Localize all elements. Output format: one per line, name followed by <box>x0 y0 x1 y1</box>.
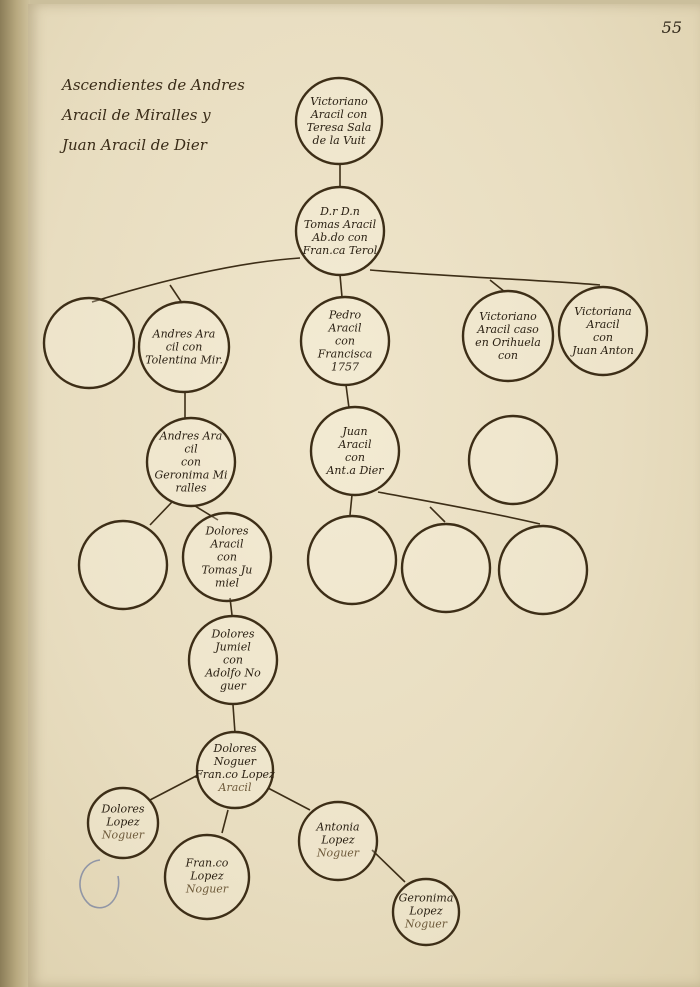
node-name-dolores-lopez: Dolores Lopez <box>101 802 145 829</box>
node-circle-victoriano-2 <box>461 289 555 383</box>
node-circle-empty-mid-3a <box>306 514 398 606</box>
node-circle-empty-right-2 <box>467 414 559 506</box>
node-name-antonia-lopez: Antonia Lopez <box>316 820 360 847</box>
connector-dolores3-left <box>149 774 199 801</box>
node-label-victoriano-top: Victoriano Aracil con Teresa Sala de la … <box>306 95 372 147</box>
node-label-dolores-2: Dolores Jumiel con Adolfo No guer <box>205 627 261 693</box>
node-circle-empty-left-1 <box>42 296 136 390</box>
node-label-victoriano-2: Victoriano Aracil caso en Orihuela con <box>475 310 541 362</box>
connector-branch-right <box>369 269 601 286</box>
node-label-dolores-1: Dolores Aracil con Tomas Ju miel <box>201 524 253 590</box>
node-circle-dolores-lopez <box>86 786 160 860</box>
heading-line-3: Juan Aracil de Dier <box>62 136 207 154</box>
node-circle-dolores-3 <box>195 730 275 810</box>
heading: Ascendientes de Andres Aracil de Miralle… <box>62 70 252 160</box>
node-label-geronima-lopez: Geronima Lopez Noguer <box>399 879 454 944</box>
node-label-dolores-3: Dolores Noguer Fran.co Lopez Aracil <box>195 729 275 807</box>
manuscript-page: 55 Ascendientes de Andres Aracil de Mira… <box>28 4 700 987</box>
connector-to-victoriano-2 <box>489 279 506 293</box>
book-spine <box>0 0 30 987</box>
node-sub-dolores-3: Aracil <box>218 781 252 794</box>
node-circle-pedro <box>299 295 391 387</box>
node-circle-geronima-lopez <box>391 877 461 947</box>
node-label-francisco-lopez: Fran.co Lopez Noguer <box>186 844 229 909</box>
connector-dolores3-antonia <box>267 787 311 811</box>
connector-tomas-pedro <box>339 274 343 298</box>
node-name-dolores-3: Dolores Noguer Fran.co Lopez <box>195 742 275 781</box>
connector-andres2-left3 <box>149 501 173 526</box>
page-number: 55 <box>661 18 682 37</box>
node-circle-antonia-lopez <box>297 800 379 882</box>
tree-nodes <box>42 76 649 947</box>
node-label-antonia-lopez: Antonia Lopez Noguer <box>316 808 359 873</box>
connector-branch-left <box>91 257 301 303</box>
node-label-andres-2: Andres Ara cil con Geronima Mi ralles <box>154 429 228 495</box>
node-sub-dolores-lopez: Noguer <box>101 828 145 842</box>
connector-juan-branch <box>377 491 541 525</box>
node-name-francisco-lopez: Fran.co Lopez <box>185 856 229 883</box>
node-circle-empty-mid-3c <box>497 524 589 616</box>
connector-pedro-juan <box>345 384 350 409</box>
node-label-victoriana: Victoriana Aracil con Juan Anton <box>572 305 634 357</box>
stray-blue-ink-mark <box>79 859 120 909</box>
heading-line-1: Ascendientes de Andres <box>62 76 245 94</box>
node-circle-victoriana <box>557 285 649 377</box>
node-label-andres-1: Andres Ara cil con Tolentina Mir. <box>145 327 223 367</box>
connector-andres2-dolores1 <box>194 505 219 521</box>
node-label-pedro: Pedro Aracil con Francisca 1757 <box>317 308 373 374</box>
node-label-dolores-lopez: Dolores Lopez Noguer <box>102 790 145 855</box>
node-circle-francisco-lopez <box>163 833 251 921</box>
node-circle-victoriano-top <box>294 76 384 166</box>
node-label-juan: Juan Aracil con Ant.a Dier <box>326 425 384 477</box>
node-circle-andres-1 <box>137 300 231 394</box>
node-sub-geronima-lopez: Noguer <box>404 917 448 931</box>
node-label-tomas: D.r D.n Tomas Aracil Ab.do con Fran.ca T… <box>302 205 378 257</box>
node-sub-antonia-lopez: Noguer <box>316 846 360 860</box>
node-circle-dolores-1 <box>181 511 273 603</box>
node-name-geronima-lopez: Geronima Lopez <box>398 891 454 918</box>
tree-connectors <box>91 165 601 883</box>
node-circle-juan <box>309 405 401 497</box>
node-sub-francisco-lopez: Noguer <box>185 882 229 896</box>
node-circle-andres-2 <box>145 416 237 508</box>
node-circle-empty-left-3 <box>77 519 169 611</box>
connector-dolores3-francisco <box>221 809 229 834</box>
heading-line-2: Aracil de Miralles y <box>62 106 211 124</box>
node-circle-tomas <box>294 185 386 277</box>
connector-to-andres-1 <box>169 284 183 304</box>
node-circle-dolores-2 <box>187 614 279 706</box>
connector-dolores2-dolores3 <box>232 704 236 734</box>
connector-juan-mid3a <box>349 494 353 516</box>
node-circle-empty-mid-3b <box>400 522 492 614</box>
connector-to-mid3b <box>429 506 446 523</box>
connector-antonia-geronima <box>371 849 406 883</box>
